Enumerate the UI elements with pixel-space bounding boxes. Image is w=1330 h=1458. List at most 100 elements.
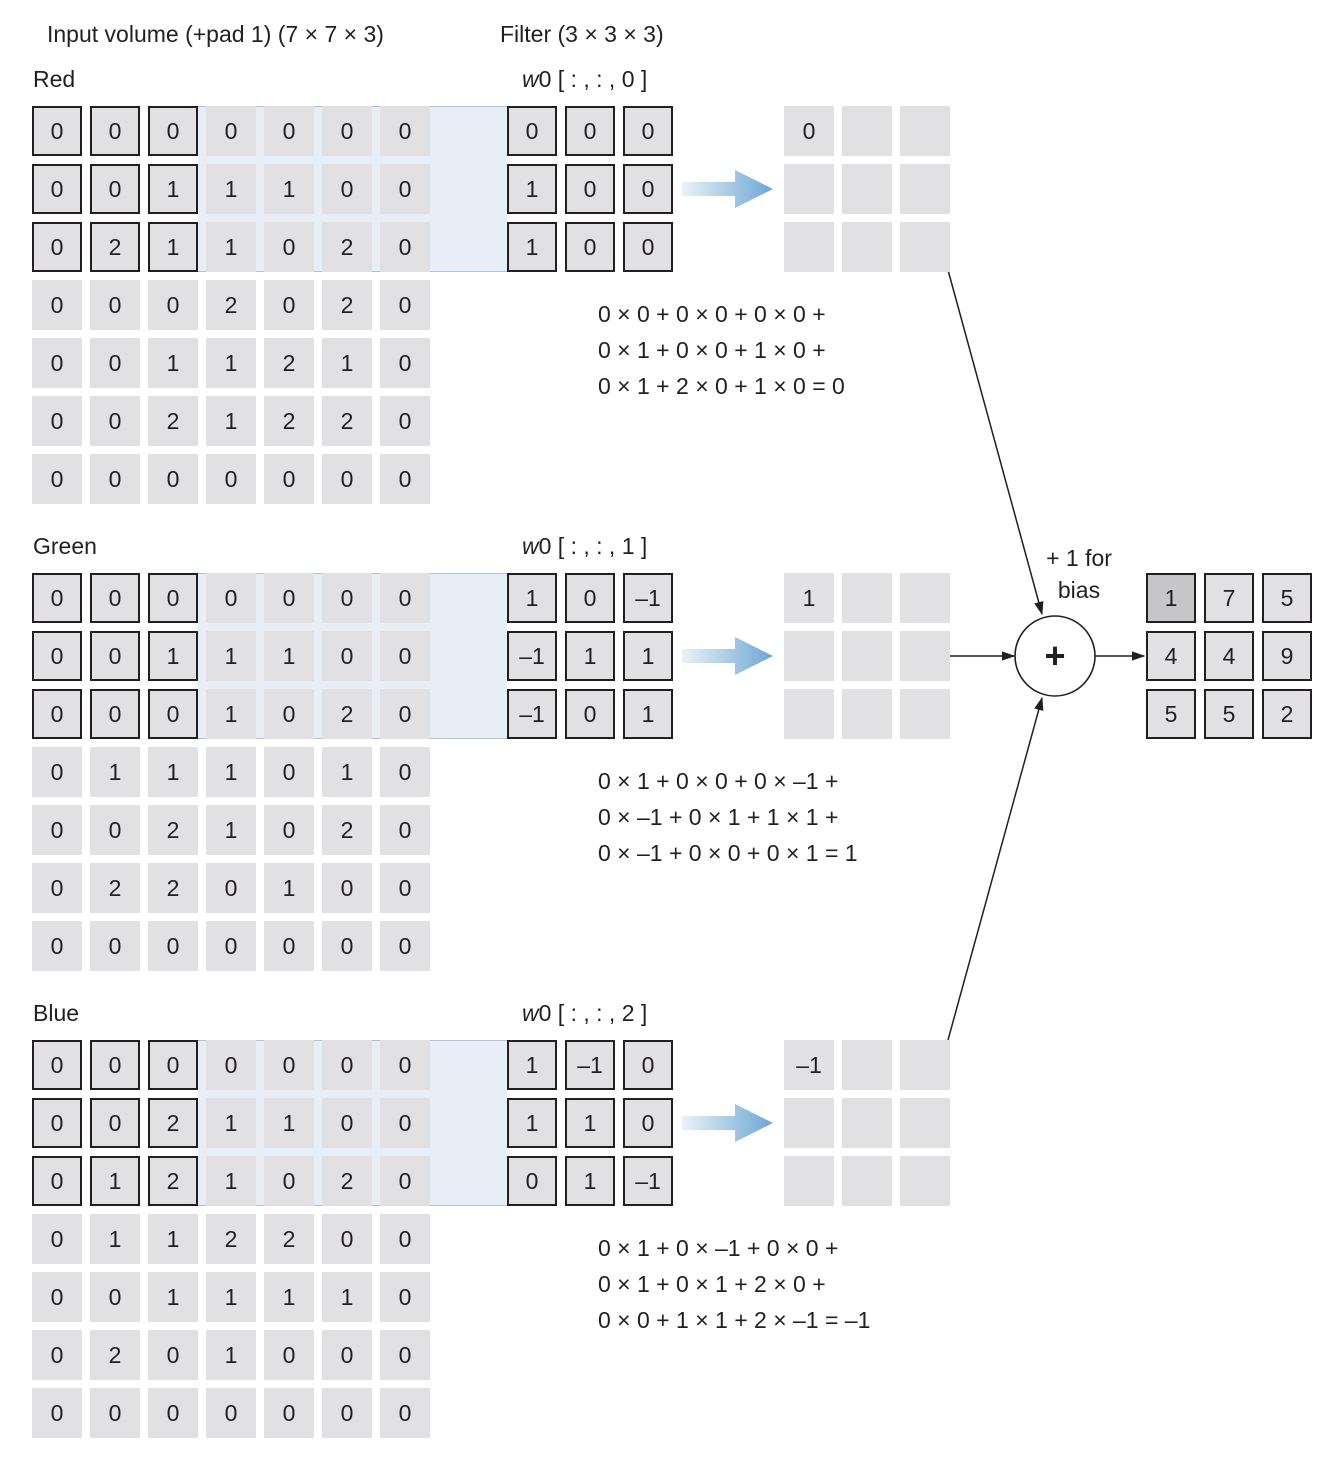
input-cell-red: 0	[90, 396, 140, 446]
input-cell-green: 1	[148, 747, 198, 797]
filter-label-prefix: w	[522, 1000, 539, 1026]
input-cell-blue: 0	[32, 1156, 82, 1206]
input-cell-blue: 1	[90, 1156, 140, 1206]
input-cell-red: 0	[32, 396, 82, 446]
input-cell-red: 1	[206, 164, 256, 214]
input-cell-green: 1	[264, 631, 314, 681]
input-cell-green: 0	[322, 921, 372, 971]
partial-result-cell-red	[784, 164, 834, 214]
input-cell-blue: 0	[380, 1214, 430, 1264]
channel-label-red: Red	[33, 66, 76, 92]
input-cell-blue: 0	[32, 1214, 82, 1264]
filter-cell-green: 1	[623, 631, 673, 681]
input-cell-green: 0	[148, 689, 198, 739]
filter-cell-blue: –1	[565, 1040, 615, 1090]
input-cell-red: 0	[32, 106, 82, 156]
input-cell-red: 2	[264, 396, 314, 446]
input-cell-red: 0	[380, 106, 430, 156]
partial-result-cell-blue	[842, 1098, 892, 1148]
blue-to-sum-line	[947, 696, 1044, 1041]
input-cell-red: 0	[206, 106, 256, 156]
input-cell-blue: 2	[264, 1214, 314, 1264]
partial-result-cell-red	[900, 106, 950, 156]
output-cell: 1	[1146, 573, 1196, 623]
partial-result-cell-red	[784, 222, 834, 272]
bias-label: + 1 for bias	[1024, 542, 1134, 606]
input-cell-blue: 0	[380, 1040, 430, 1090]
input-cell-red: 0	[148, 454, 198, 504]
input-cell-blue: 0	[32, 1388, 82, 1438]
filter-cell-blue: 1	[507, 1098, 557, 1148]
filter-cell-red: 0	[507, 106, 557, 156]
input-cell-green: 1	[264, 863, 314, 913]
partial-result-cell-green	[842, 689, 892, 739]
input-cell-green: 1	[322, 747, 372, 797]
input-cell-blue: 0	[90, 1388, 140, 1438]
input-cell-blue: 0	[322, 1330, 372, 1380]
filter-cell-red: 1	[507, 222, 557, 272]
partial-result-cell-green	[784, 689, 834, 739]
equation-line: 0 × –1 + 0 × 1 + 1 × 1 +	[598, 804, 839, 830]
input-cell-green: 0	[264, 747, 314, 797]
input-cell-blue: 2	[206, 1214, 256, 1264]
output-cell: 4	[1146, 631, 1196, 681]
input-cell-green: 0	[32, 631, 82, 681]
input-cell-red: 0	[264, 280, 314, 330]
input-cell-red: 0	[380, 280, 430, 330]
input-cell-blue: 0	[322, 1040, 372, 1090]
output-cell: 9	[1262, 631, 1312, 681]
input-cell-red: 0	[322, 454, 372, 504]
input-cell-green: 0	[380, 573, 430, 623]
filter-cell-green: 1	[623, 689, 673, 739]
input-cell-blue: 0	[148, 1388, 198, 1438]
partial-result-cell-green	[842, 573, 892, 623]
input-cell-green: 0	[90, 805, 140, 855]
input-cell-blue: 0	[322, 1214, 372, 1264]
input-cell-blue: 1	[206, 1272, 256, 1322]
input-cell-red: 2	[206, 280, 256, 330]
input-cell-red: 0	[148, 280, 198, 330]
bias-label-line-1: + 1 for	[1046, 545, 1112, 571]
input-cell-green: 2	[90, 863, 140, 913]
input-cell-green: 1	[206, 631, 256, 681]
input-cell-blue: 1	[206, 1330, 256, 1380]
input-cell-blue: 0	[148, 1330, 198, 1380]
filter-label-red: w0 [ : , : , 0 ]	[522, 66, 647, 93]
partial-result-value-red: 0	[784, 106, 834, 156]
input-cell-blue: 0	[380, 1388, 430, 1438]
partial-result-cell-red	[842, 164, 892, 214]
bias-label-line-2: bias	[1057, 577, 1101, 603]
input-cell-red: 2	[90, 222, 140, 272]
filter-label-index: 0 [ : , : , 1 ]	[538, 533, 648, 559]
blue-arrow-blue	[682, 1104, 773, 1142]
filter-cell-red: 1	[507, 164, 557, 214]
input-cell-red: 0	[322, 164, 372, 214]
input-cell-red: 0	[90, 106, 140, 156]
input-cell-blue: 0	[264, 1330, 314, 1380]
input-cell-green: 0	[264, 921, 314, 971]
input-cell-green: 1	[148, 631, 198, 681]
filter-cell-red: 0	[623, 164, 673, 214]
filter-cell-green: 0	[565, 573, 615, 623]
equation-line: 0 × 1 + 0 × 0 + 0 × –1 +	[598, 768, 839, 794]
input-cell-green: 0	[32, 921, 82, 971]
input-cell-red: 0	[90, 338, 140, 388]
filter-cell-red: 0	[565, 106, 615, 156]
input-cell-blue: 1	[206, 1098, 256, 1148]
filter-cell-blue: 1	[565, 1156, 615, 1206]
equation-line: 0 × 1 + 0 × 1 + 2 × 0 +	[598, 1271, 826, 1297]
input-cell-blue: 2	[90, 1330, 140, 1380]
partial-result-value-blue: –1	[784, 1040, 834, 1090]
input-cell-red: 2	[322, 222, 372, 272]
input-cell-red: 0	[32, 222, 82, 272]
channel-label-blue: Blue	[33, 1000, 80, 1026]
input-cell-green: 2	[322, 689, 372, 739]
partial-result-cell-blue	[784, 1098, 834, 1148]
input-cell-blue: 2	[148, 1156, 198, 1206]
input-cell-blue: 0	[322, 1098, 372, 1148]
input-cell-blue: 0	[206, 1040, 256, 1090]
equation-line: 0 × 1 + 2 × 0 + 1 × 0 = 0	[598, 373, 845, 399]
input-cell-red: 0	[380, 222, 430, 272]
input-cell-blue: 1	[264, 1272, 314, 1322]
input-cell-red: 2	[322, 396, 372, 446]
